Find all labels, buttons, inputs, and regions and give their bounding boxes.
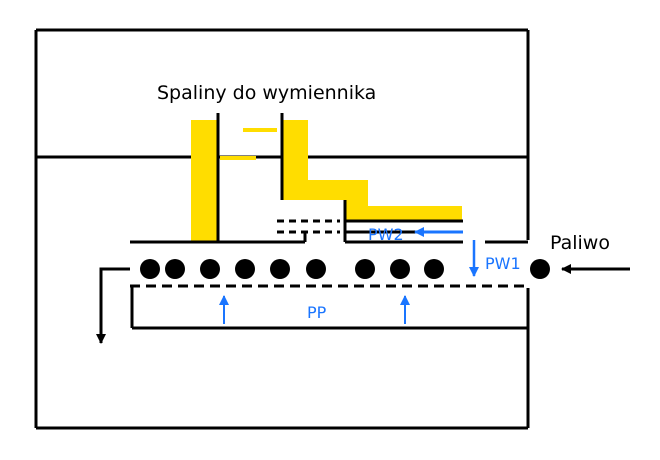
- secondary-air-2-label: PW2: [368, 225, 404, 244]
- fuel-particle: [390, 259, 410, 279]
- ash-output-arrow: [96, 267, 112, 344]
- fuel-feed-particle: [530, 259, 550, 279]
- exhaust-chimney: [216, 113, 284, 242]
- insulation-blocks: [191, 120, 462, 242]
- fuel-particle: [424, 259, 444, 279]
- fuel-particle: [306, 259, 326, 279]
- fuel-label: Paliwo: [550, 232, 610, 254]
- fuel-particle: [165, 259, 185, 279]
- exhaust-label: Spaliny do wymiennika: [157, 82, 376, 104]
- ash-pan: [130, 286, 528, 330]
- secondary-air-1-label: PW1: [485, 254, 521, 273]
- boiler-casing: [34, 28, 530, 430]
- fuel-particle: [200, 259, 220, 279]
- secondary-air-nozzles: [277, 219, 340, 234]
- fuel-particle: [270, 259, 290, 279]
- fuel-particle: [235, 259, 255, 279]
- fuel-particle: [140, 259, 160, 279]
- fuel-particles: [140, 259, 550, 279]
- chamber-ceiling: [130, 232, 463, 244]
- primary-air-label: PP: [307, 303, 327, 322]
- fuel-particle: [355, 259, 375, 279]
